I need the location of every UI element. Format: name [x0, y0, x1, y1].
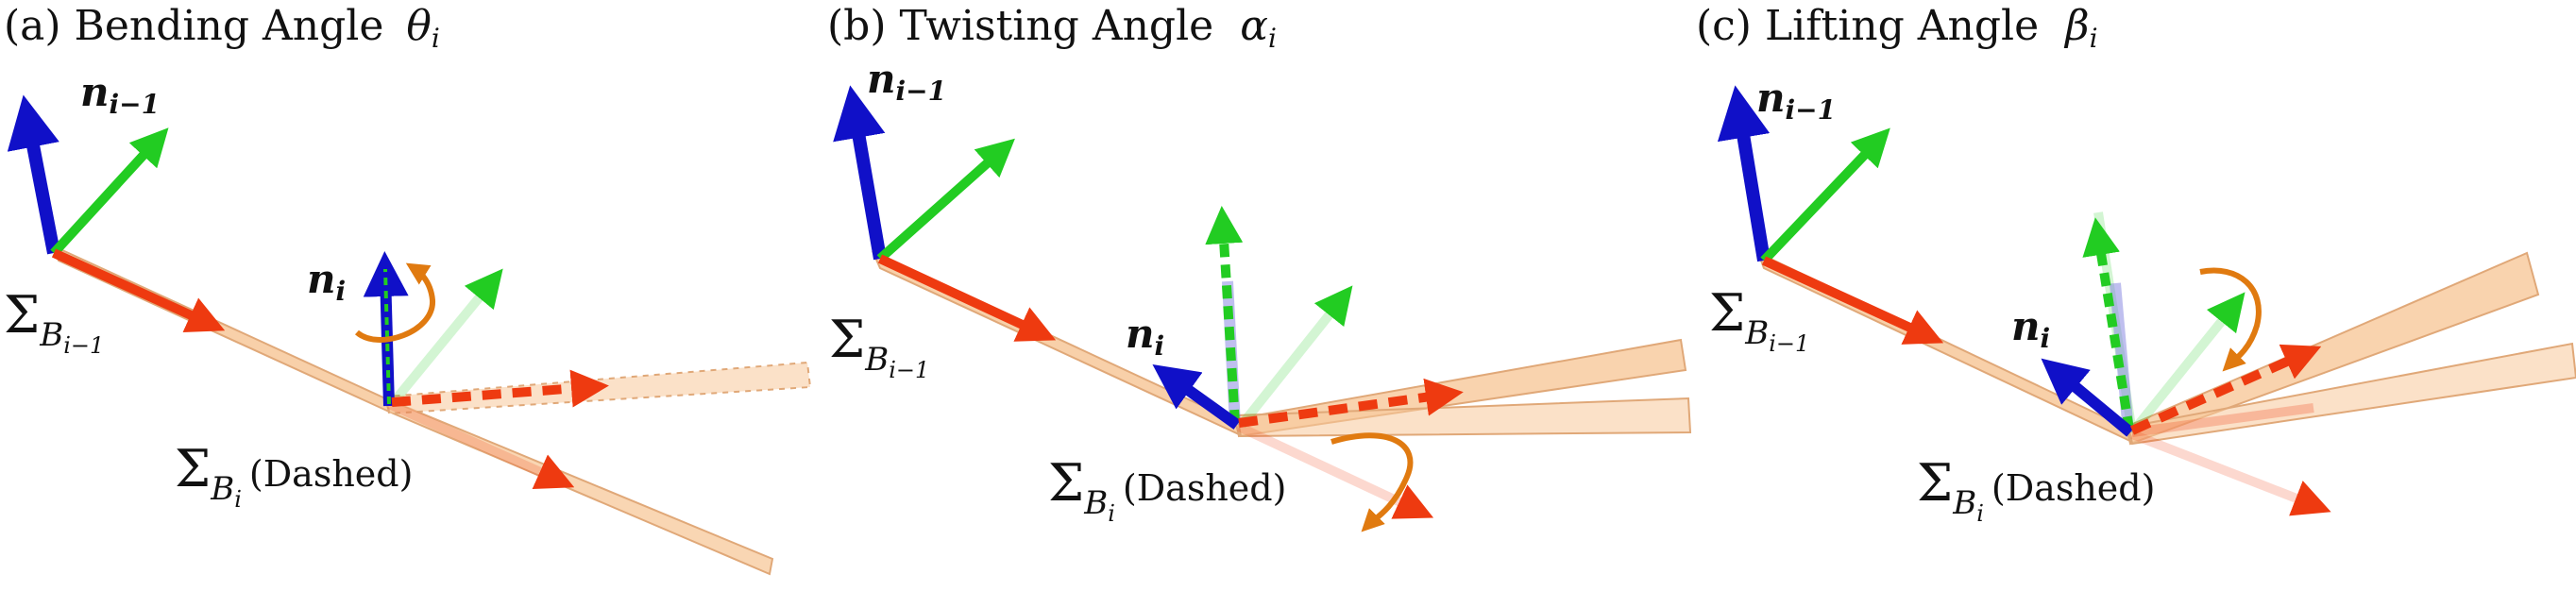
label-frame-prev-c: ΣBi−1 [1709, 283, 1809, 357]
panel-lifting: (c) Lifting Angle βi ni−1 ni ΣBi−1 [1696, 2, 2576, 527]
faded-green-axis [1238, 285, 1353, 429]
label-n-prev-c: ni−1 [1756, 75, 1836, 126]
faded-red-axis [1236, 422, 1434, 519]
faded-green-axis [388, 268, 503, 408]
red-axis-prev [877, 254, 1057, 342]
green-axis-prev [50, 127, 169, 257]
rotation-arrow-b [1330, 432, 1414, 532]
label-frame-prev-a: ΣBi−1 [4, 285, 104, 359]
rod-straight-dashed [2127, 342, 2576, 446]
faded-red-axis [2130, 430, 2331, 516]
green-axis-prev [1760, 127, 1890, 264]
rod-segments-b [872, 250, 1692, 438]
rod-straight-dashed [1235, 397, 1692, 438]
blue-axis-prev [833, 85, 887, 261]
label-frame-i-b: ΣBi(Dashed) [1048, 453, 1286, 527]
label-frame-i-c: ΣBi(Dashed) [1917, 453, 2155, 527]
green-axis-i-dashed [1205, 206, 1244, 424]
red-axis-prev [1761, 256, 1944, 345]
blue-axis-i [2041, 358, 2134, 437]
green-axis-i-dashed [2082, 217, 2134, 431]
panel-bending: (a) Bending Angle θi ni−1 ni ΣBi−1 [4, 2, 812, 576]
rotation-arrow-a [354, 262, 436, 343]
panel-a-title: (a) Bending Angle θi [4, 2, 440, 54]
panel-b-title: (b) Twisting Angle αi [827, 2, 1277, 54]
rod-straight-dashed [385, 361, 812, 415]
red-axis-prev [51, 248, 226, 332]
frame-prev-c [1717, 85, 1944, 345]
red-axis-i-dashed [2129, 344, 2322, 435]
faded-red-axis [386, 399, 575, 490]
panel-c-title: (c) Lifting Angle βi [1696, 2, 2098, 54]
label-n-prev-b: ni−1 [867, 56, 946, 107]
label-n-i-c: ni [2011, 303, 2050, 354]
red-axis-i-dashed [391, 369, 609, 408]
blue-axis-i [1152, 364, 1241, 430]
rod-bent [383, 397, 774, 576]
frame-i-a [354, 251, 609, 490]
frame-i-b [1152, 206, 1464, 532]
frame-i-c [2041, 211, 2331, 516]
green-axis-i-dashed [383, 268, 391, 405]
faded-red-axis-2 [2131, 403, 2314, 437]
frame-prev-a [7, 94, 226, 332]
blue-axis-prev [1717, 85, 1771, 262]
blue-axis-prev [7, 94, 60, 255]
rod-lifted [2125, 251, 2540, 446]
rotation-arrow-c [2199, 267, 2262, 372]
red-axis-i-dashed [1238, 378, 1464, 428]
green-axis-prev [876, 138, 1015, 262]
label-n-i-a: ni [307, 256, 346, 307]
label-n-i-b: ni [1126, 311, 1164, 362]
faded-green-axis [2128, 292, 2246, 436]
frame-prev-b [833, 85, 1057, 342]
label-n-prev-a: ni−1 [80, 69, 160, 120]
panel-twisting: (b) Twisting Angle αi ni−1 ni ΣBi−1 ΣBi(… [827, 2, 1692, 532]
label-frame-i-a: ΣBi(Dashed) [175, 439, 413, 513]
label-frame-prev-b: ΣBi−1 [829, 310, 929, 383]
